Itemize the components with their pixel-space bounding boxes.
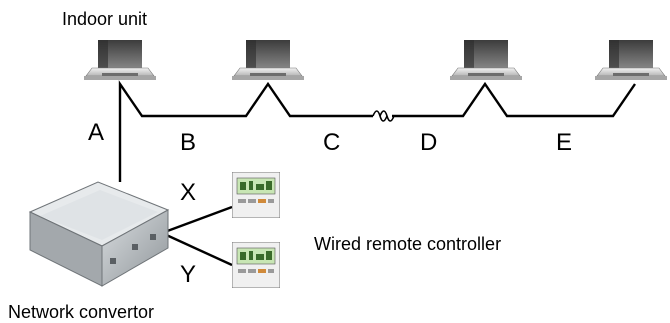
indoor-unit-label: Indoor unit (62, 9, 147, 29)
wired-remote-controller-label: Wired remote controller (314, 234, 501, 254)
segment-c-label: C (323, 129, 340, 156)
wired-remote-controller-y (232, 242, 280, 288)
wired-remote-controller-x (232, 172, 280, 218)
indoor-unit-1 (83, 40, 157, 81)
segment-b-label: B (180, 129, 196, 156)
segment-x-label: X (180, 179, 196, 206)
indoor-unit-4 (594, 40, 668, 81)
network-convertor-label: Network convertor (8, 302, 154, 322)
indoor-unit-3 (449, 40, 523, 81)
indoor-unit-2 (231, 40, 305, 81)
wiring (118, 80, 636, 267)
segment-d-label: D (420, 129, 437, 156)
segment-a-label: A (88, 119, 104, 146)
network-convertor-box (28, 181, 170, 287)
segment-y-label: Y (180, 261, 196, 288)
segment-e-label: E (556, 129, 572, 156)
